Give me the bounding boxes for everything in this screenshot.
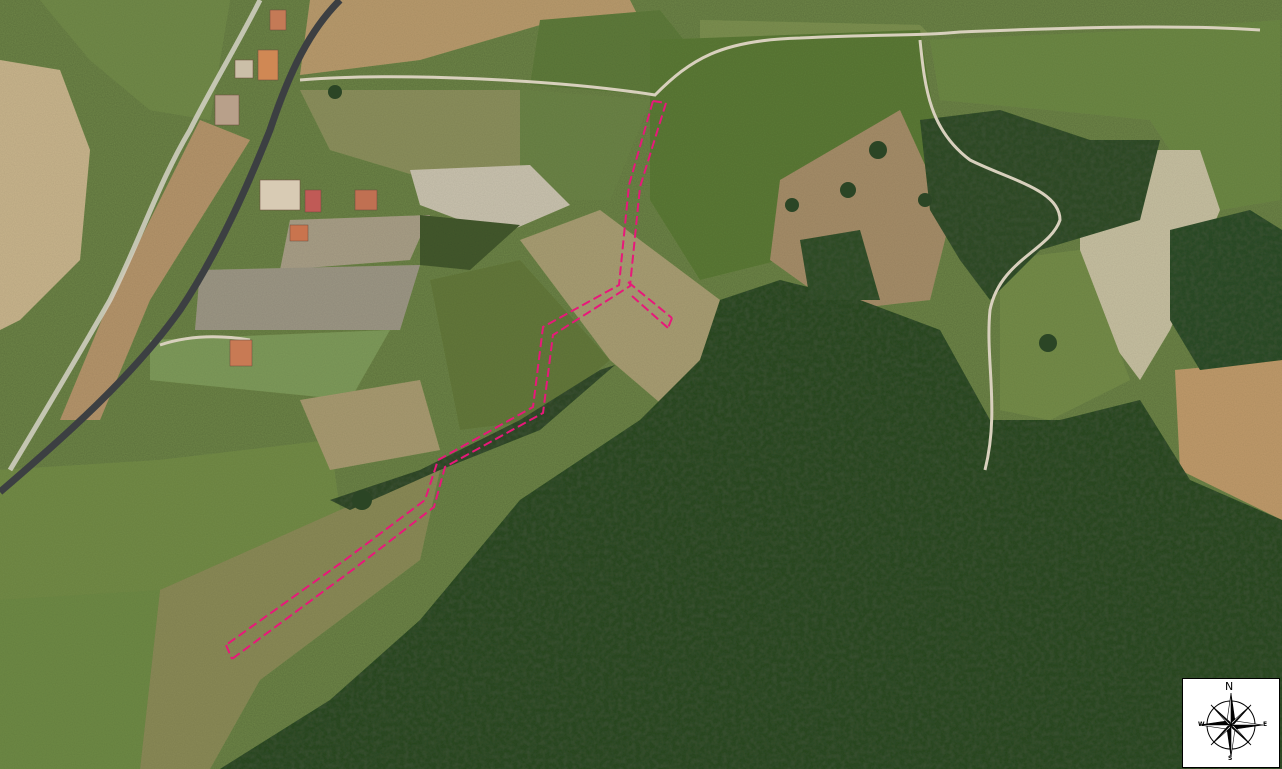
tree [785, 198, 799, 212]
building [304, 189, 322, 213]
forest-area [220, 110, 1282, 769]
forest-far-east [1170, 210, 1282, 370]
route-outline [225, 100, 673, 660]
main-road [0, 0, 343, 495]
scattered-trees [328, 85, 1057, 510]
field-center-lower [300, 380, 440, 470]
field-striped-b [520, 210, 720, 420]
field-slope-tan [60, 120, 250, 420]
building [229, 339, 253, 367]
compass-north-label: N [1225, 680, 1234, 693]
field-upper-mid-green [520, 90, 650, 200]
compass-west-label: W [1198, 721, 1205, 728]
route-end-cap [225, 644, 233, 660]
field-dark-strip [420, 215, 520, 270]
forest-copse-mid [800, 230, 880, 300]
dirt-tracks [159, 25, 1261, 471]
field-nw-green [40, 0, 230, 120]
route-edge-right [231, 102, 667, 660]
building [289, 224, 309, 242]
building [234, 59, 254, 79]
river-bed [7, 0, 263, 472]
field-ne-green [650, 30, 940, 280]
tree [1039, 334, 1057, 352]
route-start-cap [652, 100, 667, 104]
field-east-green [1000, 250, 1130, 420]
route-branch-top [627, 281, 673, 319]
field-plough-1 [280, 215, 430, 270]
field-upper-mid [300, 90, 520, 180]
building [354, 189, 378, 211]
route-branch-bottom [631, 295, 669, 329]
route-branch-cap [667, 317, 673, 329]
compass-star-icon [1198, 692, 1264, 758]
compass-south-label: S [1228, 755, 1233, 762]
settlement [214, 9, 378, 367]
tree [840, 182, 856, 198]
tree [869, 141, 887, 159]
compass-east-label: E [1263, 721, 1268, 728]
field-green-west [150, 330, 390, 400]
building [259, 179, 301, 211]
building [269, 9, 287, 31]
tree [352, 490, 372, 510]
building [257, 49, 279, 81]
field-nw-light [0, 60, 90, 330]
building [214, 94, 240, 126]
field-plough-2 [195, 265, 420, 330]
field-sw-3 [0, 590, 160, 769]
route-edge-left [225, 100, 654, 646]
field-striped-a [430, 260, 610, 430]
tree [918, 193, 932, 207]
forest-east-belt [920, 110, 1160, 300]
track-north [299, 25, 1261, 97]
forest-main [220, 280, 1282, 769]
field-sw-2 [140, 470, 440, 769]
field-bare-patch [410, 165, 570, 235]
tree [328, 85, 342, 99]
compass-rose: N S W E [1182, 678, 1280, 768]
track-farm [159, 335, 251, 347]
track-east [918, 39, 1062, 471]
field-se-tan [1175, 360, 1282, 520]
field-sw-1 [0, 440, 340, 600]
